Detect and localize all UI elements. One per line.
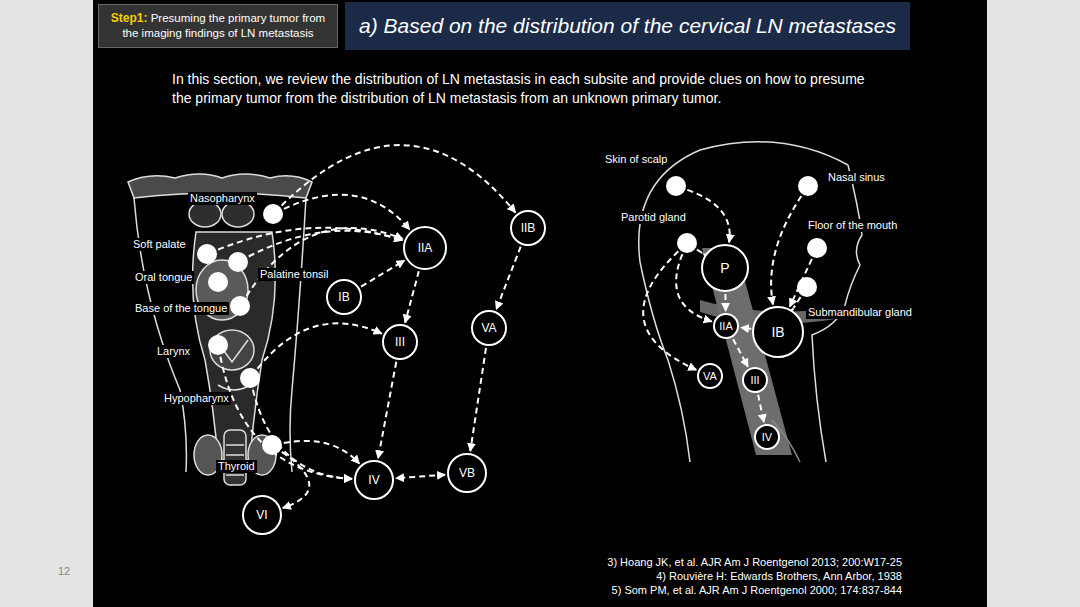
level-label: III [395,335,405,349]
level-label: IV [368,473,379,487]
spread-arrow [258,323,382,368]
site-label: Oral tongue [133,271,194,284]
right-anatomy [639,142,862,462]
spread-arrow [758,395,764,423]
step-number: Step1: [111,11,148,25]
spread-arrow [496,247,520,310]
primary-site-dot: Floor of the mouth [807,238,827,258]
level-label: IB [771,324,784,340]
lymph-node-level: IIA [403,226,447,270]
site-label: Larynx [155,345,192,358]
lymph-node-level: IB [326,279,362,315]
spread-arrow [361,260,404,286]
spread-arrow [378,362,396,459]
level-label: IIB [521,221,536,235]
lymph-node-level: IIB [510,210,546,246]
intro-text: In this section, we review the distribut… [172,70,877,108]
lymph-node-level: VA [471,310,507,346]
primary-site-dot: Base of the tongue [230,296,250,316]
reference-text: 4) Rouvière H: Edwards Brothers, Ann Arb… [656,570,902,582]
site-label: Base of the tongue [133,302,229,315]
slide-title: a) Based on the distribution of the cerv… [359,14,896,38]
site-label: Thyroid [216,460,257,473]
lymph-node-level: IB [752,306,804,358]
reference-text: 5) Som PM, et al. AJR Am J Roentgenol 20… [612,584,902,596]
reference-text: 3) Hoang JK, et al. AJR Am J Roentgenol … [607,556,902,568]
spread-arrow [741,328,751,329]
primary-site-dot: Palatine tonsil [228,252,248,272]
spread-arrow [687,190,729,242]
spread-arrow [793,297,800,308]
step-text: Step1: Presuming the primary tumor from … [102,11,334,41]
site-label: Submandibular gland [806,306,914,319]
primary-site-dot: Soft palate [197,244,217,264]
primary-site-dot: Hypopharynx [240,368,260,388]
lymph-node-level: VA [697,363,723,389]
spread-arrow [724,294,726,311]
lymph-node-level: IV [754,424,780,450]
level-label: VB [459,466,475,480]
level-label: VA [703,370,717,382]
site-label: Floor of the mouth [806,219,899,232]
primary-site-dot: Oral tongue [208,272,228,292]
left-anatomy [128,174,312,485]
spread-arrow [470,348,486,451]
level-label: VI [256,508,267,522]
primary-site-dot: Thyroid [262,435,282,455]
level-label: IB [338,290,349,304]
spread-arrow [282,145,516,212]
step-box: Step1: Presuming the primary tumor from … [98,4,338,48]
level-label: IV [762,431,772,443]
site-label: Hypopharynx [162,392,231,405]
spread-arrow [282,452,310,508]
spread-arrow [643,251,696,370]
level-label: IIA [719,320,732,332]
lymph-node-level: IIA [713,313,739,339]
lymph-node-level: III [382,324,418,360]
site-label: Palatine tonsil [258,268,331,281]
primary-site-dot: Larynx [208,335,228,355]
title-bar: a) Based on the distribution of the cerv… [345,2,910,50]
level-label: III [750,374,759,386]
lymph-node-level: P [701,244,749,292]
level-label: VA [481,321,496,335]
primary-site-dot: Nasopharynx [263,204,283,224]
primary-site-dot: Nasal sinus [798,176,818,196]
spread-arrow [396,475,445,479]
spread-arrow [253,390,352,479]
primary-site-dot: Skin of scalp [666,176,686,196]
site-label: Parotid gland [619,211,688,224]
step-heading: Presuming the primary tumor from the ima… [122,12,325,39]
site-label: Soft palate [131,238,188,251]
spread-arrow [247,228,403,296]
lymph-node-level: III [742,367,768,393]
primary-site-dot: Submandibular gland [797,277,817,297]
site-label: Nasal sinus [826,171,887,184]
lymph-node-level: IV [354,460,394,500]
level-label: IIA [418,241,433,255]
lymph-node-level: VB [447,453,487,493]
site-label: Nasopharynx [188,192,257,205]
site-label: Skin of scalp [603,153,669,166]
primary-site-dot: Parotid gland [677,233,697,253]
spread-arrow [733,339,748,367]
spread-arrow [405,271,419,323]
spread-arrow [284,195,410,230]
spread-arrow [284,441,360,464]
level-label: P [720,260,729,276]
lymph-node-level: VI [242,495,282,535]
page-number: 12 [58,565,70,577]
spread-arrow [697,250,704,255]
